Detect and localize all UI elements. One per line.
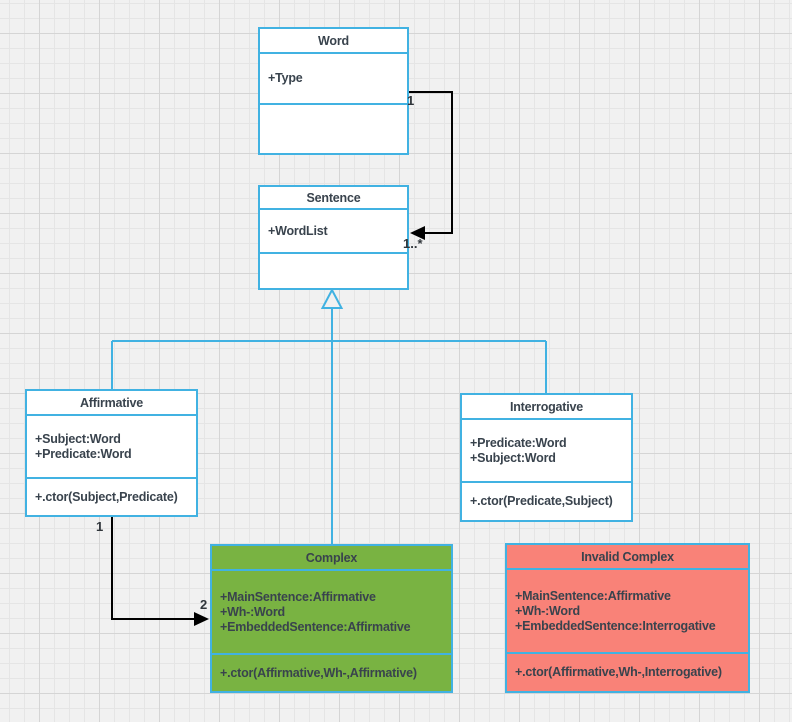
attribute-line: +Wh-:Word [515,603,580,618]
attribute-line: +Predicate:Word [470,435,567,450]
attribute-line: +EmbeddedSentence:Affirmative [220,619,411,634]
edge-label-sentence-target[interactable]: 1..* [403,236,423,251]
attribute-line: +Type [268,71,303,85]
class-complex-attributes: +MainSentence:Affirmative +Wh-:Word +Emb… [212,569,451,653]
class-invalid-complex[interactable]: Invalid Complex +MainSentence:Affirmativ… [505,543,750,693]
class-interrogative-methods: +.ctor(Predicate,Subject) [462,481,631,520]
association-line-affirmative-complex[interactable] [111,517,196,620]
class-invalid-complex-attributes: +MainSentence:Affirmative +Wh-:Word +Emb… [507,568,748,652]
attribute-line: +Predicate:Word [35,446,132,461]
class-sentence-attributes: +WordList [260,208,407,252]
class-word-title: Word [318,33,349,48]
class-invalid-complex-methods: +.ctor(Affirmative,Wh-,Interrogative) [507,652,748,691]
attribute-line: +MainSentence:Affirmative [515,588,671,603]
class-affirmative-methods: +.ctor(Subject,Predicate) [27,477,196,515]
attribute-line: +Subject:Word [35,431,121,446]
attribute-line: +WordList [268,223,328,238]
attribute-line: +MainSentence:Affirmative [220,589,376,604]
association-edge-word-sentence[interactable] [409,91,453,240]
class-affirmative-title: Affirmative [79,395,144,410]
method-line: +.ctor(Predicate,Subject) [470,494,613,508]
class-interrogative[interactable]: Interrogative +Predicate:Word +Subject:W… [460,393,633,522]
edge-label-word-source[interactable]: 1 [407,93,415,108]
class-sentence-title: Sentence [306,190,361,205]
class-sentence[interactable]: Sentence +WordList [258,185,409,290]
class-word-attributes: +Type [260,52,407,103]
method-line: +.ctor(Affirmative,Wh-,Interrogative) [515,665,722,679]
edge-label-affirmative-source[interactable]: 1 [96,519,104,534]
class-word-methods [260,103,407,153]
class-affirmative[interactable]: Affirmative +Subject:Word +Predicate:Wor… [25,389,198,517]
attribute-line: +Subject:Word [470,450,556,465]
association-arrowhead-icon [194,612,209,626]
class-complex[interactable]: Complex +MainSentence:Affirmative +Wh-:W… [210,544,453,693]
association-line-word-sentence[interactable] [409,91,453,234]
class-interrogative-attributes: +Predicate:Word +Subject:Word [462,418,631,481]
method-line: +.ctor(Affirmative,Wh-,Affirmative) [220,665,417,680]
attribute-line: +EmbeddedSentence:Interrogative [515,618,716,633]
generalization-triangle-icon [320,287,344,309]
edge-label-complex-target[interactable]: 2 [200,597,208,612]
class-complex-title: Complex [305,550,358,565]
class-interrogative-title: Interrogative [509,399,584,414]
association-edge-affirmative-complex[interactable] [111,517,209,626]
class-word[interactable]: Word +Type [258,27,409,155]
attribute-line: +Wh-:Word [220,604,285,619]
class-complex-methods: +.ctor(Affirmative,Wh-,Affirmative) [212,653,451,691]
class-invalid-complex-title: Invalid Complex [581,549,674,564]
class-affirmative-attributes: +Subject:Word +Predicate:Word [27,414,196,477]
class-sentence-methods [260,252,407,288]
method-line: +.ctor(Subject,Predicate) [35,489,178,504]
